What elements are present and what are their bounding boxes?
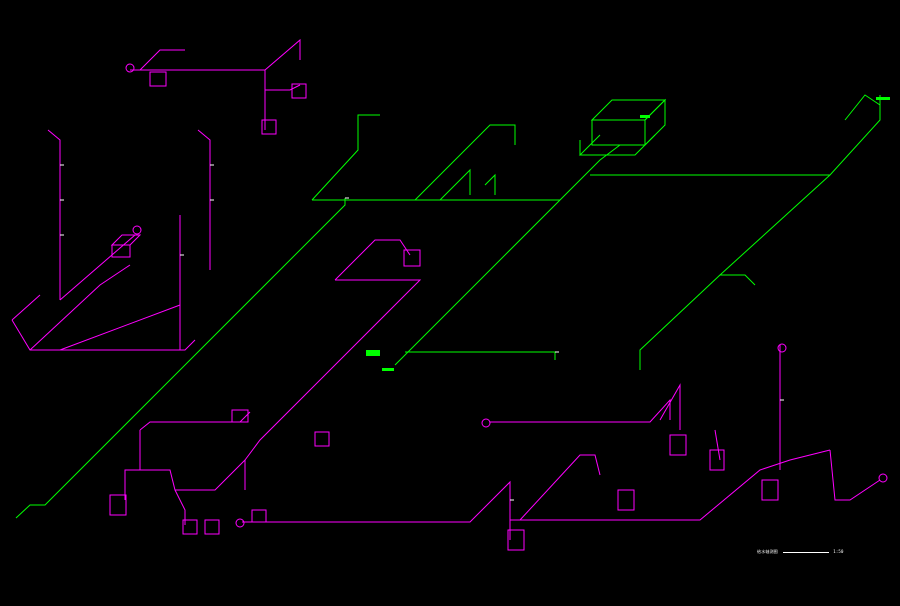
supply-right-branch — [829, 449, 881, 501]
drain-pipe-network — [15, 94, 890, 519]
supply-left-riser-1 — [47, 129, 61, 300]
drain-right-branch-2 — [639, 274, 721, 370]
supply-lower-left-drop — [124, 469, 140, 500]
drain-center-diagonal — [394, 144, 621, 366]
supply-left-diagonal-2 — [29, 264, 131, 351]
supply-bottom-zigzag — [519, 454, 601, 521]
drain-main-diagonal — [15, 198, 346, 519]
drawing-title-block: 给水轴测图 1:50 — [757, 549, 844, 555]
supply-left-riser-2 — [197, 129, 211, 270]
drain-upper-branch-a — [311, 114, 380, 201]
drain-upper-branch-b — [414, 124, 516, 201]
supply-right-riser-2 — [659, 383, 681, 430]
drain-right-branch — [718, 174, 831, 286]
supply-left-short — [11, 294, 41, 321]
drain-center-run — [590, 95, 881, 176]
fixture-boxes — [109, 71, 779, 551]
drain-lower-run — [405, 351, 556, 360]
supply-bottom-run — [242, 449, 831, 523]
supply-lower-left-riser — [139, 430, 246, 491]
drawing-title: 给水轴测图 — [757, 549, 778, 554]
supply-left-diagonal-3 — [59, 304, 181, 351]
supply-top-left-head — [139, 49, 185, 71]
supply-lower-left-run — [139, 411, 251, 431]
drain-upper-branch-d — [484, 173, 496, 195]
supply-pipe-network — [11, 38, 888, 551]
equipment-box — [578, 98, 667, 156]
title-underline — [782, 551, 829, 553]
supply-top-left-branch — [265, 84, 301, 91]
supply-right-run — [490, 398, 671, 423]
supply-left-bottom — [11, 319, 196, 351]
drain-upper-branch-c — [439, 168, 471, 201]
supply-left-diagonal — [59, 234, 136, 301]
drawing-scale: 1:50 — [833, 549, 844, 554]
supply-middle-return — [244, 279, 422, 490]
supply-tank-left — [110, 234, 142, 246]
dimension-tick-marks — [60, 164, 784, 501]
supply-right-drop — [714, 429, 721, 461]
supply-middle-zigzag — [334, 239, 411, 281]
drain-right-top — [844, 94, 881, 121]
